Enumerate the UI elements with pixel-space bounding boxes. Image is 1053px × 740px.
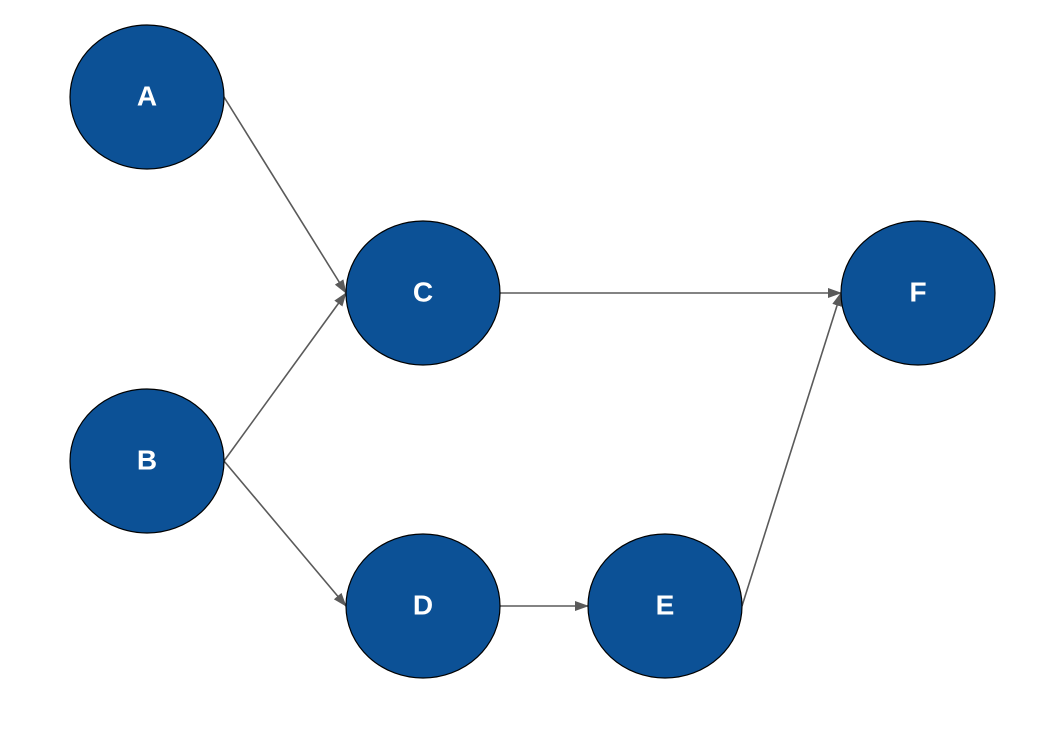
node-f-label: F (909, 276, 926, 307)
node-f-circle (840, 220, 996, 366)
node-a-circle (69, 24, 225, 170)
node-e-circle (587, 533, 743, 679)
node-d-circle (345, 533, 501, 679)
node-b-circle (69, 388, 225, 534)
nodes-layer: A B C D E F (69, 24, 996, 679)
node-e: E (587, 533, 743, 679)
edge-b-to-d-arrow (223, 460, 347, 607)
node-b-label: B (137, 444, 157, 475)
node-a: A (69, 24, 225, 170)
edge-e-to-f-arrow (741, 292, 842, 607)
node-c: C (345, 220, 501, 366)
edges-layer (223, 96, 842, 611)
node-d: D (345, 533, 501, 679)
edge-a-to-c-arrow (223, 96, 347, 294)
node-a-label: A (137, 80, 157, 111)
node-c-circle (345, 220, 501, 366)
edge-b-to-c-arrow (223, 292, 347, 462)
node-d-label: D (413, 589, 433, 620)
node-f: F (840, 220, 996, 366)
node-b: B (69, 388, 225, 534)
node-e-label: E (656, 589, 675, 620)
node-c-label: C (413, 276, 433, 307)
